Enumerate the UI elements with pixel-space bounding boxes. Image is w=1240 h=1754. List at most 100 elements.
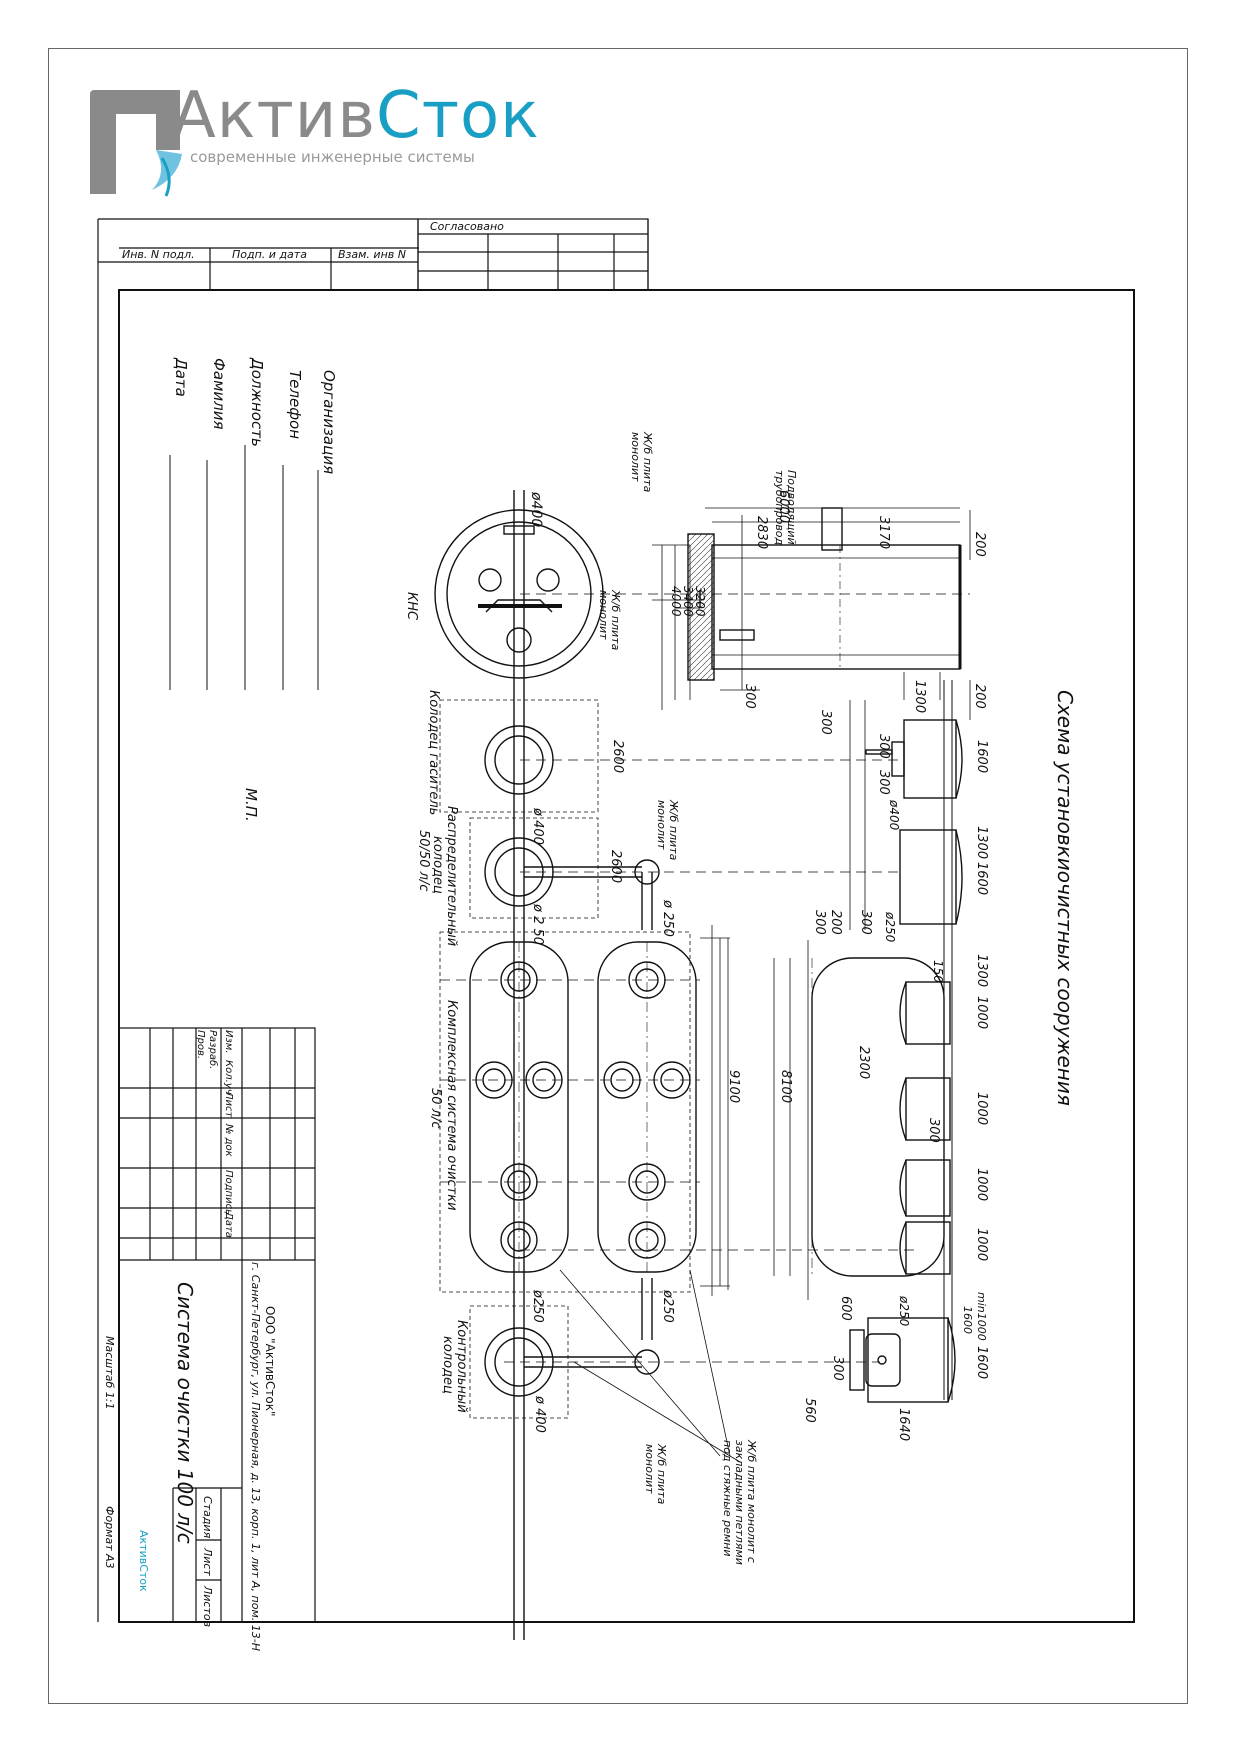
dim-dia400-b: ø400 <box>887 799 901 831</box>
surname-label: Фамилия <box>210 358 228 430</box>
kns-plan-view <box>434 509 604 679</box>
damper-well-plan <box>439 699 599 813</box>
dim-1600-a: 1600 <box>974 740 989 773</box>
dim-8100: 8100 <box>778 1070 793 1103</box>
dim-dia400-a: ø400 <box>528 491 544 527</box>
distrib-label-1: Распределительный <box>444 806 459 946</box>
col-izm: Изм. <box>223 1030 234 1054</box>
section-dimension-lines <box>652 507 971 720</box>
slab-label-kns-2: монолит <box>597 590 610 640</box>
dim-dia400-c: ø 400 <box>530 807 545 845</box>
razrab-label: Разраб. <box>207 1030 219 1069</box>
sheet-label: Лист <box>201 1547 214 1576</box>
format-label: Формат А3 <box>103 1506 116 1569</box>
slab-loops-label-2: закладными петлями <box>733 1440 746 1565</box>
dim-300-f: 300 <box>812 910 827 935</box>
damper-well-label: Колодец гаситель <box>426 690 441 815</box>
dim-1000-b: 1000 <box>974 1092 989 1125</box>
project-title: Система очистки 100 л/с <box>173 1282 197 1544</box>
dim-6000: 6000 <box>776 490 791 523</box>
dim-300-e: 300 <box>858 910 873 935</box>
dim-1600-d: 1600 <box>974 1346 989 1379</box>
dim-300-section: 300 <box>742 684 757 709</box>
col-data: Дата <box>223 1211 234 1238</box>
col-podpis: Подпись <box>223 1170 234 1215</box>
plan-pipelines <box>513 490 653 1640</box>
scale-label: Масштаб 1:1 <box>103 1336 116 1409</box>
agreed-label: Согласовано <box>430 220 504 233</box>
distrib-label-2: колодец <box>430 836 445 894</box>
dim-dia250-e: ø250 <box>660 1289 675 1323</box>
complex-label-1: Комплексная система очистки <box>444 1000 459 1211</box>
plan-centre-lines <box>440 593 970 1363</box>
dim-300-b: 300 <box>818 710 833 735</box>
sign-date-label: Подп. и дата <box>232 248 307 261</box>
logo-tagline: современные инженерные системы <box>190 148 475 166</box>
supply-pipe-label-2: трубопровод <box>773 470 786 545</box>
dim-1000-c: 1000 <box>974 1168 989 1201</box>
control-well-plan <box>469 1269 741 1463</box>
kns-section-view <box>676 507 962 681</box>
long-dimension-lines <box>711 700 866 1300</box>
company-address: г. Санкт-Петербург, ул. Пионерная, д. 13… <box>249 1262 262 1651</box>
supply-pipe-label-1: Подводящий <box>785 470 798 545</box>
mini-logo: АктивСток <box>137 1530 150 1592</box>
inner-frame <box>118 289 1135 1623</box>
scheme-title: Схема установкиочистных сооружения <box>1053 690 1077 1106</box>
organization-label: Организация <box>320 370 338 474</box>
pipe-water-logo-icon <box>90 90 182 197</box>
col-koluch: Кол.уч <box>223 1060 234 1095</box>
slab-label-control-1: Ж/б плита <box>655 1443 668 1505</box>
distrib-label-3: 50/50 л/с <box>416 830 431 891</box>
dim-150: 150 <box>931 960 945 983</box>
slab-label-distrib-2: монолит <box>655 800 668 850</box>
phone-label: Телефон <box>286 370 304 439</box>
customer-fields <box>169 445 319 690</box>
inv-podl-label: Инв. N подл. <box>122 248 195 261</box>
dim-dia400-d: ø 400 <box>532 1395 547 1433</box>
top-stamp <box>97 218 649 1622</box>
sheets-label: Листов <box>201 1585 214 1627</box>
kns-label: КНС <box>404 592 419 621</box>
dim-dia250-f: ø250 <box>530 1289 545 1323</box>
dim-4000: 4000 <box>669 586 683 617</box>
dim-600: 600 <box>838 1296 853 1321</box>
dim-200-mid: 200 <box>972 684 987 709</box>
stage-label: Стадия <box>201 1496 214 1539</box>
dim-2300: 2300 <box>856 1046 871 1079</box>
dim-min1000: min1000 <box>975 1292 988 1341</box>
col-ndok: № док <box>223 1123 234 1157</box>
position-label: Должность <box>248 357 266 447</box>
dim-300-h: 300 <box>830 1356 845 1381</box>
slab-loops-label-3: под стяжные ремни <box>721 1440 734 1557</box>
dim-1640: 1640 <box>896 1408 911 1441</box>
dim-dia250-b: ø250 <box>883 911 897 943</box>
company-logo: АктивСток современные инженерные системы <box>82 78 539 228</box>
slab-label-kns-1: Ж/б плита <box>609 589 622 651</box>
stamp-place-label: М.П. <box>242 788 260 822</box>
dim-560: 560 <box>802 1398 817 1423</box>
prov-label: Пров. <box>195 1030 206 1059</box>
col-list: Лист <box>223 1091 234 1119</box>
dim-dia250-d: ø250 <box>897 1295 911 1327</box>
logo-wordmark-part2: Сток <box>376 79 540 153</box>
dim-1600-b: 1600 <box>974 862 989 895</box>
logo-wordmark-part1: Актив <box>172 79 377 153</box>
dim-1300-c: 1300 <box>974 954 989 987</box>
slab-label-distrib-1: Ж/б плита <box>667 799 680 861</box>
dim-1000-a: 1000 <box>974 996 989 1029</box>
side-view-vessels <box>811 680 963 1403</box>
dim-1300-b: 1300 <box>974 826 989 859</box>
dim-300-d: 300 <box>876 770 891 795</box>
dim-300-g: 300 <box>926 1118 941 1143</box>
dim-300-c: 300 <box>876 734 891 759</box>
complex-system-plan <box>439 931 730 1293</box>
dim-3170: 3170 <box>876 516 891 549</box>
page-border <box>48 48 1188 1704</box>
dim-200-c: 200 <box>828 910 843 935</box>
slab-label-top-2: монолит <box>629 432 642 482</box>
slab-loops-label-1: Ж/б плита монолит с <box>745 1439 758 1563</box>
title-block <box>118 1027 316 1623</box>
complex-label-2: 50 л/с <box>428 1088 443 1129</box>
